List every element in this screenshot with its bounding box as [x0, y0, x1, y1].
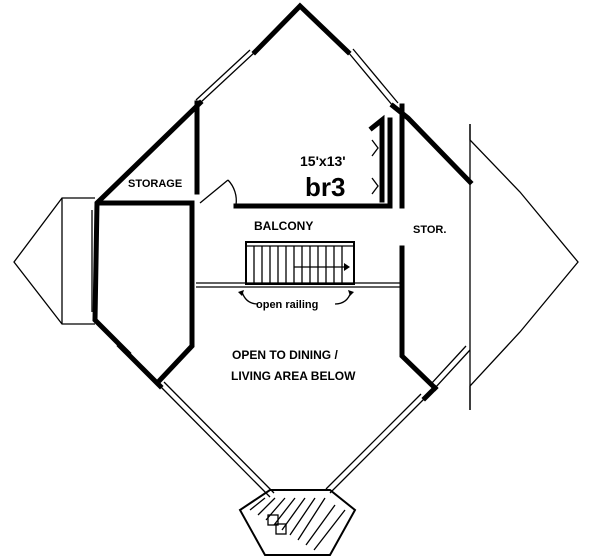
bedroom-dimensions: 15'x13' — [300, 153, 346, 169]
open-railing — [196, 282, 400, 305]
door-storage — [199, 179, 237, 206]
open-area-label-line1: OPEN TO DINING / — [232, 348, 338, 362]
door-closet — [371, 139, 379, 195]
bedroom-name: br3 — [305, 172, 345, 202]
interior-walls — [97, 100, 439, 392]
stairs — [245, 241, 355, 285]
storage-label-left: STORAGE — [128, 178, 182, 190]
entry-deck — [238, 489, 357, 556]
storage-label-right: STOR. — [413, 224, 446, 236]
windows — [91, 48, 471, 498]
railing-label: open railing — [256, 299, 318, 311]
left-gable-outline — [13, 197, 95, 325]
exterior-walls — [92, 2, 474, 402]
balcony-label: BALCONY — [254, 219, 313, 233]
right-gable-outline — [469, 124, 579, 410]
open-area-label-line2: LIVING AREA BELOW — [231, 369, 356, 383]
